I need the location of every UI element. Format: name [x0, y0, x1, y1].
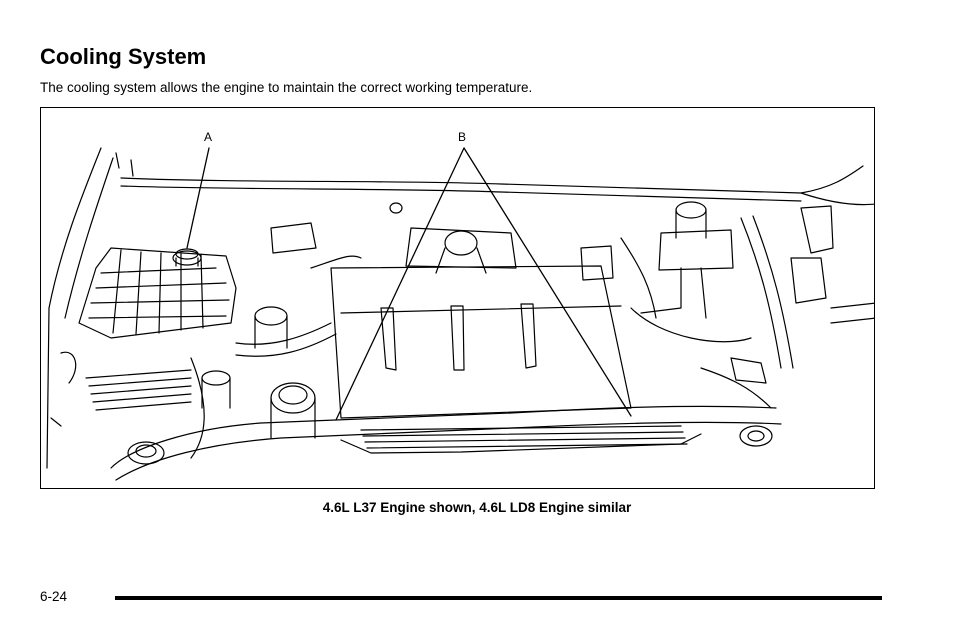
- footer-rule: [115, 596, 882, 600]
- page-number: 6-24: [40, 589, 68, 604]
- callout-label-a: A: [204, 130, 213, 144]
- section-title: Cooling System: [40, 44, 207, 69]
- figure-caption: 4.6L L37 Engine shown, 4.6L LD8 Engine s…: [322, 500, 632, 515]
- engine-line-drawing: [46, 147, 874, 481]
- callout-label-b: B: [458, 130, 467, 144]
- engine-illustration: A B: [40, 107, 875, 489]
- intro-paragraph: The cooling system allows the engine to …: [40, 80, 533, 95]
